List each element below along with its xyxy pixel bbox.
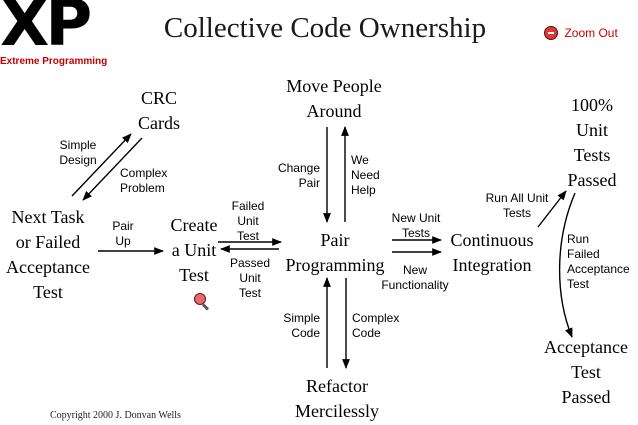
label-passed-unit-test: Passed Unit Test xyxy=(229,256,271,300)
node-refactor-mercilessly: Refactor Mercilessly xyxy=(295,376,379,421)
logo-subtitle: Extreme Programming xyxy=(0,56,108,67)
zoom-out-icon xyxy=(544,25,558,40)
label-pair-up: Pair Up xyxy=(112,219,134,248)
node-move-people-around: Move People Around xyxy=(286,76,382,121)
label-new-functionality: New Functionality xyxy=(381,263,449,292)
logo-mark: XP xyxy=(0,0,92,61)
label-failed-unit-test: Failed Unit Test xyxy=(231,199,265,243)
label-change-pair: Change Pair xyxy=(277,161,320,190)
label-run-all-unit-tests: Run All Unit Tests xyxy=(485,191,549,220)
label-complex-problem: Complex Problem xyxy=(120,166,168,195)
node-next-task: Next Task or Failed Acceptance Test xyxy=(6,207,90,302)
arrow-run-all-unit-tests xyxy=(537,190,567,228)
arrow-simple-design xyxy=(71,133,132,197)
label-complex-code: Complex Code xyxy=(352,311,400,340)
magnifier-icon[interactable] xyxy=(194,293,208,307)
label-simple-code: Simple Code xyxy=(283,311,320,340)
node-continuous-integration: Continuous Integration xyxy=(450,230,534,275)
node-acceptance-test-passed: Acceptance Test Passed xyxy=(544,337,628,407)
label-new-unit-tests: New Unit Tests xyxy=(391,211,441,240)
arrow-complex-problem xyxy=(82,137,143,201)
node-pair-programming: Pair Programming xyxy=(285,230,385,275)
node-create-unit-test: Create a Unit Test xyxy=(170,215,218,285)
node-crc-cards: CRC Cards xyxy=(138,88,180,133)
label-simple-design: Simple Design xyxy=(59,138,97,167)
zoom-out-label: Zoom Out xyxy=(564,25,618,40)
label-run-failed-acceptance-test: Run Failed Acceptance Test xyxy=(567,232,630,291)
xp-logo: XP Extreme Programming xyxy=(0,0,112,72)
copyright-notice: Copyright 2000 J. Donvan Wells xyxy=(50,410,181,421)
arrow-run-failed-acceptance xyxy=(558,192,576,338)
page-title: Collective Code Ownership xyxy=(163,12,487,44)
label-we-need-help: We Need Help xyxy=(351,153,380,197)
zoom-out-button[interactable]: Zoom Out xyxy=(544,24,618,42)
node-100-unit-tests-passed: 100% Unit Tests Passed xyxy=(567,95,617,190)
